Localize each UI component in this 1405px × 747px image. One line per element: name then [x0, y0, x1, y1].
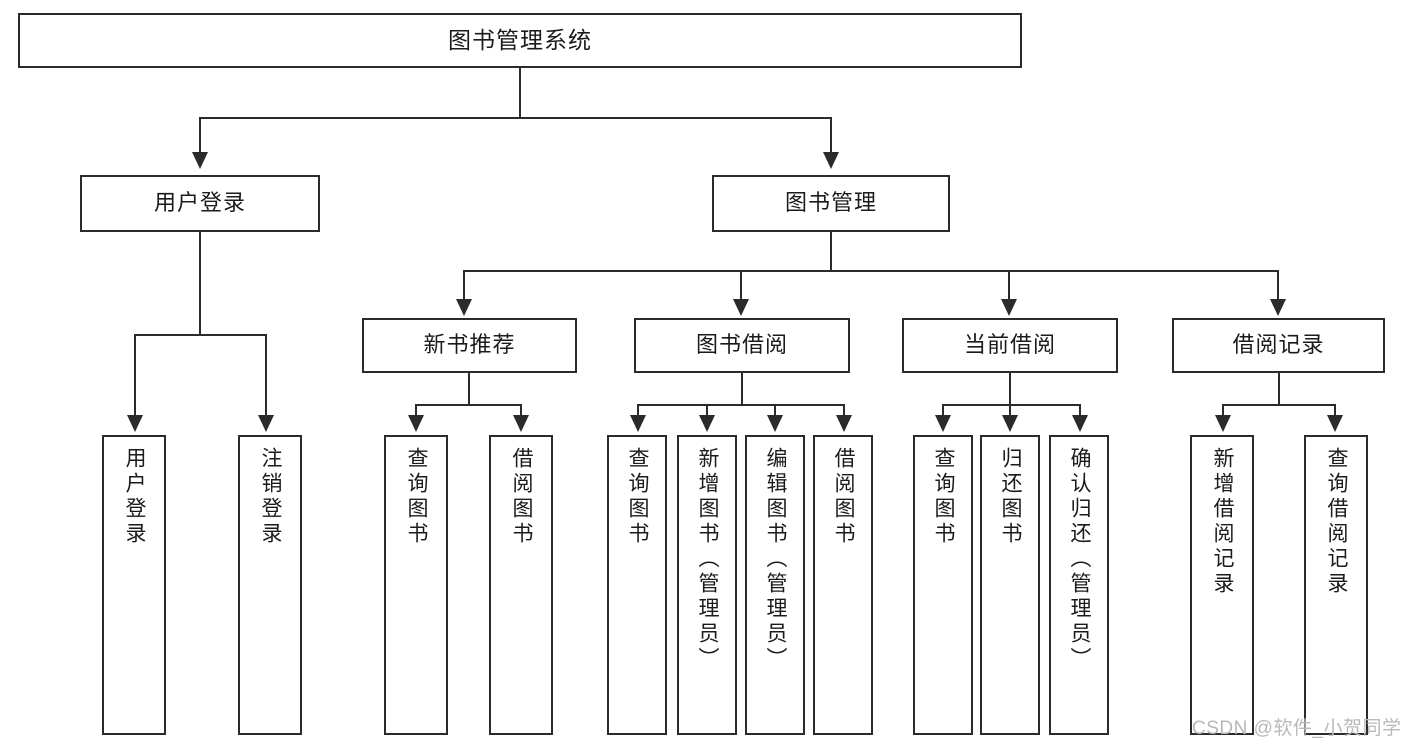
node-book-borrow[interactable]: 图书借阅 [634, 318, 850, 373]
arrowhead-current-borrow-leaf-3 [1072, 415, 1088, 432]
leaf-book-borrow-add-admin[interactable]: 新增图书（管理员） [677, 435, 737, 735]
leaf-borrow-record-query[interactable]: 查询借阅记录 [1304, 435, 1368, 735]
connector-borrow-record-stem [1278, 373, 1280, 405]
connector-new-book-stem [468, 373, 470, 405]
connector-borrow-record-to-leaf-2 [1334, 404, 1336, 418]
connector-book-borrow-to-leaf-2 [706, 404, 708, 418]
arrowhead-book-borrow-leaf-1 [630, 415, 646, 432]
leaf-label: 新增借阅记录 [1211, 447, 1235, 597]
leaf-label: 查询图书 [405, 447, 429, 547]
leaf-label: 借阅图书 [510, 447, 534, 547]
connector-book-manage-to-record [1277, 270, 1279, 302]
arrowhead-root-to-user-login [192, 152, 208, 169]
connector-current-borrow-to-leaf-2 [1009, 404, 1011, 418]
connector-book-borrow-to-leaf-1 [637, 404, 639, 418]
node-label: 用户登录 [153, 190, 246, 216]
connector-new-book-bar [415, 404, 522, 406]
connector-current-borrow-stem [1009, 373, 1011, 405]
leaf-book-borrow-query[interactable]: 查询图书 [607, 435, 667, 735]
connector-current-borrow-to-leaf-3 [1079, 404, 1081, 418]
leaf-book-borrow-edit-admin[interactable]: 编辑图书（管理员） [745, 435, 805, 735]
connector-user-login-stem [199, 232, 201, 335]
node-label: 借阅记录 [1232, 332, 1325, 358]
arrowhead-book-borrow-leaf-2 [699, 415, 715, 432]
arrowhead-current-borrow-leaf-2 [1002, 415, 1018, 432]
leaf-label: 确认归还（管理员） [1068, 447, 1092, 672]
connector-book-manage-to-current [1008, 270, 1010, 302]
leaf-label: 查询图书 [626, 447, 650, 547]
leaf-current-borrow-confirm-admin[interactable]: 确认归还（管理员） [1049, 435, 1109, 735]
connector-book-manage-bar [463, 270, 1279, 272]
connector-book-manage-to-borrow [740, 270, 742, 302]
leaf-borrow-record-add[interactable]: 新增借阅记录 [1190, 435, 1254, 735]
node-label: 新书推荐 [423, 332, 516, 358]
arrowhead-book-borrow-leaf-3 [767, 415, 783, 432]
arrowhead-borrow-record-leaf-1 [1215, 415, 1231, 432]
arrowhead-new-book-leaf-1 [408, 415, 424, 432]
node-new-book-recommend[interactable]: 新书推荐 [362, 318, 577, 373]
node-label: 当前借阅 [963, 332, 1056, 358]
connector-user-login-to-leaf-2 [265, 334, 267, 418]
connector-user-login-bar [134, 334, 267, 336]
arrowhead-user-login-leaf-2 [258, 415, 274, 432]
arrowhead-root-to-book-manage [823, 152, 839, 169]
leaf-current-borrow-return[interactable]: 归还图书 [980, 435, 1040, 735]
leaf-label: 查询借阅记录 [1325, 447, 1349, 597]
arrowhead-current-borrow-leaf-1 [935, 415, 951, 432]
node-borrow-record[interactable]: 借阅记录 [1172, 318, 1385, 373]
arrowhead-new-book-leaf-2 [513, 415, 529, 432]
node-label: 图书借阅 [695, 332, 788, 358]
connector-borrow-record-to-leaf-1 [1222, 404, 1224, 418]
connector-current-borrow-to-leaf-1 [942, 404, 944, 418]
connector-borrow-record-bar [1222, 404, 1336, 406]
connector-book-borrow-stem [741, 373, 743, 405]
leaf-user-login-login[interactable]: 用户登录 [102, 435, 166, 735]
leaf-label: 新增图书（管理员） [696, 447, 720, 672]
leaf-new-book-borrow[interactable]: 借阅图书 [489, 435, 553, 735]
node-user-login[interactable]: 用户登录 [80, 175, 320, 232]
arrowhead-to-borrow [733, 299, 749, 316]
arrowhead-book-borrow-leaf-4 [836, 415, 852, 432]
leaf-label: 查询图书 [932, 447, 956, 547]
connector-book-borrow-to-leaf-4 [843, 404, 845, 418]
leaf-label: 归还图书 [999, 447, 1023, 547]
leaf-label: 注销登录 [259, 447, 283, 547]
connector-root-stem [519, 68, 521, 118]
connector-new-book-to-leaf-1 [415, 404, 417, 418]
connector-current-borrow-bar [942, 404, 1081, 406]
connector-root-bar [199, 117, 831, 119]
leaf-label: 借阅图书 [832, 447, 856, 547]
node-label: 图书管理系统 [448, 26, 592, 53]
leaf-label: 用户登录 [123, 447, 147, 547]
connector-user-login-to-leaf-1 [134, 334, 136, 418]
connector-book-manage-stem [830, 232, 832, 271]
arrowhead-to-new-book [456, 299, 472, 316]
arrowhead-borrow-record-leaf-2 [1327, 415, 1343, 432]
connector-book-borrow-to-leaf-3 [774, 404, 776, 418]
node-root-system[interactable]: 图书管理系统 [18, 13, 1022, 68]
node-book-management[interactable]: 图书管理 [712, 175, 950, 232]
connector-root-to-user-login [199, 117, 201, 155]
leaf-new-book-query[interactable]: 查询图书 [384, 435, 448, 735]
leaf-book-borrow-borrow[interactable]: 借阅图书 [813, 435, 873, 735]
node-label: 图书管理 [784, 190, 877, 216]
leaf-label: 编辑图书（管理员） [764, 447, 788, 672]
arrowhead-user-login-leaf-1 [127, 415, 143, 432]
leaf-user-login-logout[interactable]: 注销登录 [238, 435, 302, 735]
connector-book-borrow-bar [637, 404, 845, 406]
connector-book-manage-to-new-book [463, 270, 465, 302]
arrowhead-to-record [1270, 299, 1286, 316]
connector-new-book-to-leaf-2 [520, 404, 522, 418]
leaf-current-borrow-query[interactable]: 查询图书 [913, 435, 973, 735]
node-current-borrow[interactable]: 当前借阅 [902, 318, 1118, 373]
connector-root-to-book-manage [830, 117, 832, 155]
arrowhead-to-current [1001, 299, 1017, 316]
